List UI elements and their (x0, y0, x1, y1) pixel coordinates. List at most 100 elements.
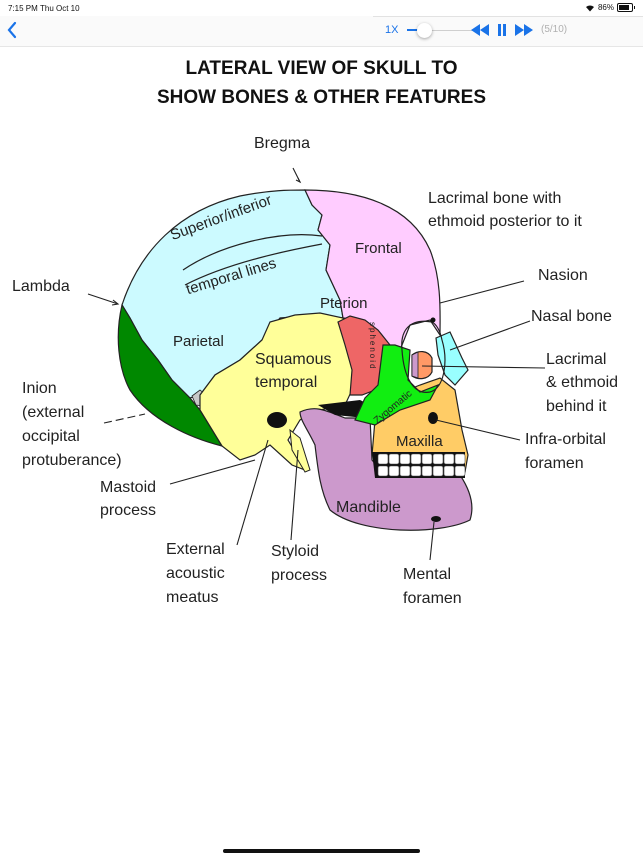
tooth-lower (388, 465, 400, 477)
tooth-upper (432, 453, 444, 465)
rewind-icon (471, 24, 489, 36)
slider-thumb[interactable] (416, 23, 432, 38)
speed-label[interactable]: 1X (385, 24, 399, 36)
nasion-point (430, 317, 436, 323)
label-sphenoid: sphenoid (368, 322, 377, 371)
forward-button[interactable] (515, 24, 533, 39)
label-lacrimal-top-1: Lacrimal bone with (428, 190, 562, 207)
lambda-arrow (87, 293, 119, 305)
nasal-bone-leader (449, 320, 531, 351)
tooth-lower (443, 465, 455, 477)
tooth-lower (410, 465, 422, 477)
chevron-left-icon (7, 21, 17, 39)
label-inion-4: protuberance) (22, 452, 122, 469)
label-squamous-2: temporal (255, 374, 318, 391)
label-squamous-1: Squamous (255, 351, 332, 368)
zygomatic-bone (354, 344, 440, 426)
label-bregma: Bregma (254, 135, 311, 152)
label-inion-1: Inion (22, 380, 57, 397)
nasion-leader (439, 280, 525, 304)
lacrimal-leader (421, 365, 546, 369)
styloid-leader (290, 449, 299, 541)
slider-track (407, 30, 473, 31)
infraorbital-leader (435, 419, 521, 441)
label-parietal: Parietal (173, 333, 224, 350)
label-eam-2: acoustic (166, 565, 225, 582)
label-mandible: Mandible (336, 499, 401, 516)
lambda-arrowhead (111, 299, 120, 306)
occipital-bone (117, 303, 224, 447)
wifi-icon (585, 4, 594, 11)
pause-icon (498, 24, 506, 36)
status-time: 7:15 PM (8, 4, 38, 13)
tooth-upper (421, 453, 433, 465)
status-date: Thu Oct 10 (40, 4, 80, 13)
leader-lines (87, 167, 546, 561)
label-mastoid-1: Mastoid (100, 479, 157, 496)
tooth-upper (399, 453, 411, 465)
battery-icon (617, 3, 635, 12)
label-infraorbital-1: Infra-orbital (525, 431, 606, 448)
label-frontal: Frontal (355, 240, 402, 257)
back-button[interactable] (6, 20, 18, 46)
tooth-upper (377, 453, 389, 465)
tooth-lower (421, 465, 433, 477)
label-nasal-bone: Nasal bone (531, 308, 612, 325)
label-lacrimal-top-2: ethmoid posterior to it (428, 213, 582, 230)
inion-leader (103, 413, 146, 424)
tooth-lower (399, 465, 411, 477)
speed-slider[interactable] (407, 23, 473, 39)
battery-fill (619, 5, 630, 10)
mental-leader (429, 521, 435, 561)
label-inion-2: (external (22, 404, 85, 421)
pause-button[interactable] (497, 24, 507, 39)
label-lacrimal-3: behind it (546, 398, 607, 415)
external-acoustic-meatus-hole (267, 412, 287, 428)
label-eam-3: meatus (166, 589, 219, 606)
home-indicator[interactable] (223, 849, 420, 853)
tooth-lower (377, 465, 389, 477)
ethmoid-bone (411, 351, 419, 379)
eam-leader (236, 439, 269, 546)
inferior-temporal-line (184, 243, 323, 286)
tooth-upper (454, 453, 466, 465)
label-mental-2: foramen (403, 590, 462, 607)
label-lacrimal-1: Lacrimal (546, 351, 607, 368)
rewind-button[interactable] (471, 24, 489, 39)
tooth-lower (454, 465, 466, 477)
superior-temporal-line (182, 234, 323, 271)
status-right: 86% (585, 3, 635, 12)
label-mental-1: Mental (403, 566, 452, 583)
tooth-lower (432, 465, 444, 477)
label-inion-3: occipital (22, 428, 80, 445)
label-maxilla: Maxilla (396, 433, 443, 450)
tooth-upper (410, 453, 422, 465)
mastoid-leader (169, 459, 256, 485)
zygomatic-arch-shadow (318, 400, 370, 418)
label-pterion: Pterion (320, 295, 368, 312)
playback-controls: 1X (5/10) (373, 16, 643, 45)
styloid-process-shape (289, 428, 311, 473)
diagram-title-line-1: LATERAL VIEW OF SKULL TO (185, 58, 458, 79)
navigation-bar: 1X (5/10) (0, 16, 643, 47)
slider-filled-track (407, 29, 424, 31)
tooth-upper (388, 453, 400, 465)
orbit-outline (401, 320, 446, 393)
label-nasion: Nasion (538, 267, 588, 284)
status-bar: 7:15 PM Thu Oct 10 86% (0, 0, 643, 16)
tooth-upper (443, 453, 455, 465)
label-eam-1: External (166, 541, 225, 558)
teeth (372, 452, 466, 478)
label-lambda: Lambda (12, 278, 70, 295)
label-lacrimal-2: & ethmoid (546, 374, 619, 391)
slide-counter: (5/10) (541, 24, 568, 35)
infraorbital-foramen-hole (428, 412, 438, 424)
label-mastoid-2: process (100, 502, 157, 519)
mandible-bone (299, 408, 473, 531)
diagram-title-line-2: SHOW BONES & OTHER FEATURES (157, 87, 486, 108)
label-styloid-2: process (271, 567, 328, 584)
label-infraorbital-2: foramen (525, 455, 584, 472)
label-styloid-1: Styloid (271, 543, 320, 560)
frontal-bone (304, 189, 441, 351)
